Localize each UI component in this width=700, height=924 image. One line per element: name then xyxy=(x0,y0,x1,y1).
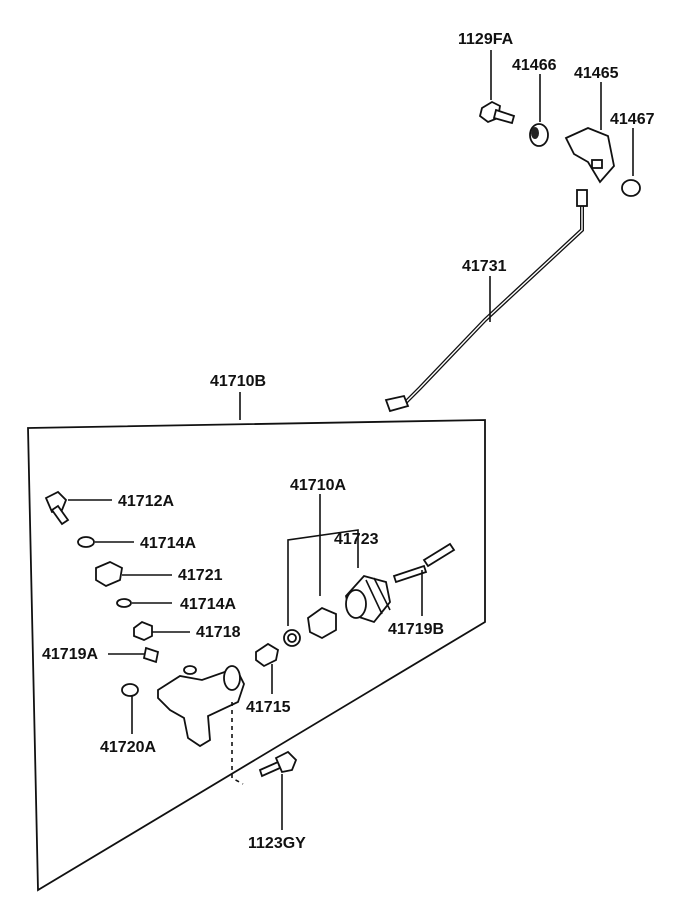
label-41714A-2: 41714A xyxy=(180,596,236,613)
push-rod-41719B xyxy=(392,542,456,616)
label-41715: 41715 xyxy=(246,699,291,716)
bolt-1123GY xyxy=(258,750,298,830)
label-41719B: 41719B xyxy=(388,621,444,638)
bushing-41466 xyxy=(529,74,549,147)
group-bracket-41710A xyxy=(287,494,359,626)
label-1123GY: 1123GY xyxy=(248,835,306,852)
nut-41718 xyxy=(133,620,190,641)
label-41467: 41467 xyxy=(610,111,655,128)
label-41714A-1: 41714A xyxy=(140,535,196,552)
cap-41467 xyxy=(621,128,641,197)
bolt-41712A xyxy=(44,490,112,526)
washer-41714A-1 xyxy=(77,536,134,548)
label-41710A: 41710A xyxy=(290,477,346,494)
bolt-1129FA xyxy=(478,50,516,125)
label-41723: 41723 xyxy=(334,531,379,548)
seal-ring xyxy=(283,629,301,647)
cap-41720A xyxy=(121,683,139,734)
label-41710B: 41710B xyxy=(210,373,266,390)
boot-41723 xyxy=(345,574,391,624)
label-41712A: 41712A xyxy=(118,493,174,510)
label-41721: 41721 xyxy=(178,567,223,584)
union-41721 xyxy=(95,561,172,588)
bleeder-41719A xyxy=(108,646,160,664)
valve-41715 xyxy=(255,642,280,694)
label-41720A: 41720A xyxy=(100,739,156,756)
label-1129FA: 1129FA xyxy=(458,31,514,48)
label-41718: 41718 xyxy=(196,624,241,641)
label-41465: 41465 xyxy=(574,65,619,82)
label-41731: 41731 xyxy=(462,258,507,275)
cylinder-body xyxy=(157,665,245,785)
piston-41710A xyxy=(307,606,337,640)
bracket-41465 xyxy=(564,82,615,184)
label-41719A: 41719A xyxy=(42,646,98,663)
label-41466: 41466 xyxy=(512,57,557,74)
washer-41714A-2 xyxy=(116,598,172,608)
assembly-box-41710B xyxy=(27,392,486,892)
pipe-41731 xyxy=(384,189,588,413)
